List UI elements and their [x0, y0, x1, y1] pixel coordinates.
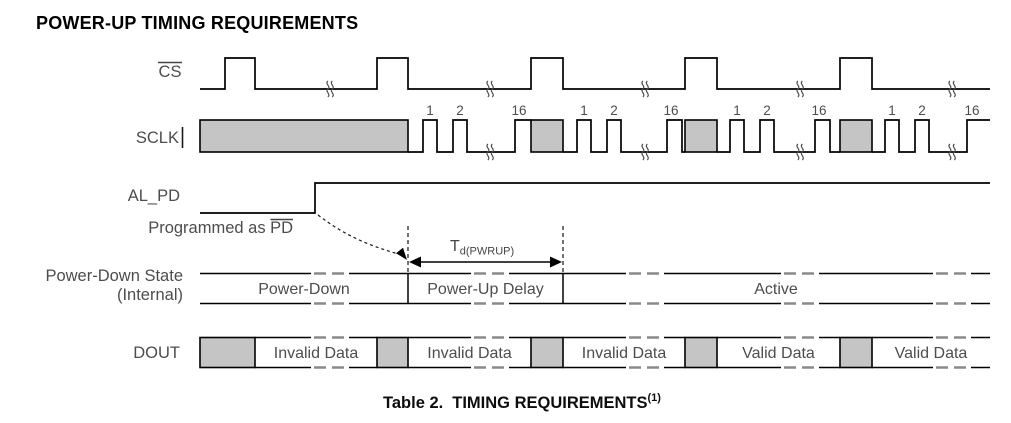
- al-pd-sublabel-signal: PD: [270, 219, 293, 237]
- dont-care-block: [684, 336, 718, 369]
- cause-effect-dashed-arrow: [317, 214, 399, 255]
- dont-care-block: [199, 336, 256, 369]
- state-value: Power-Up Delay: [427, 281, 543, 298]
- clock-number: 2: [763, 103, 771, 118]
- cs-signal: CS: [158, 57, 990, 98]
- dout-segment-value: Invalid Data: [582, 345, 667, 362]
- dout-segment-value: Invalid Data: [274, 345, 359, 362]
- dont-care-block: [530, 119, 564, 153]
- state-label-line2: (Internal): [117, 286, 183, 304]
- al-pd-label: AL_PD: [128, 187, 180, 205]
- clock-number: 1: [580, 103, 588, 118]
- dont-care-block: [376, 336, 409, 369]
- power-up-delay-annotation: Td(PWRUP): [317, 214, 564, 273]
- page-title: POWER-UP TIMING REQUIREMENTS: [36, 13, 358, 33]
- dont-care-block: [684, 119, 718, 153]
- state-bus-break-dashes: [314, 272, 966, 305]
- dont-care-block: [530, 336, 564, 369]
- sclk-label: SCLK: [136, 129, 179, 147]
- dont-care-block: [839, 336, 873, 369]
- dout-bus-break-dashes: [314, 336, 966, 369]
- state-label-line1: Power-Down State: [45, 267, 183, 285]
- dout-segment-value: Valid Data: [895, 345, 968, 362]
- clock-number: 16: [964, 103, 979, 118]
- cs-waveform: [200, 57, 990, 90]
- clock-number: 16: [511, 103, 526, 118]
- sclk-clock-numbers: 1 2 16 1 2 16 1 2 16 1 2 16: [426, 103, 979, 118]
- clock-number: 1: [733, 103, 741, 118]
- arrowhead-right: [550, 256, 562, 268]
- state-transition-dividers: [407, 273, 564, 304]
- table-caption-title: TIMING REQUIREMENTS: [452, 394, 647, 412]
- power-down-state-signal: Power-Down State (Internal) Power-Down P…: [45, 267, 990, 305]
- delay-symbol: T: [450, 238, 460, 255]
- delay-subscript: d(PWRUP): [460, 246, 514, 258]
- clock-number: 2: [918, 103, 926, 118]
- clock-number: 2: [456, 103, 464, 118]
- al-pd-waveform: [200, 182, 990, 214]
- state-value: Power-Down: [258, 281, 350, 298]
- sclk-signal: SCLK 1 2 16 1 2 16 1 2 16 1 2 16: [136, 103, 990, 161]
- table-caption: Table 2. TIMING REQUIREMENTS(1): [383, 392, 661, 412]
- table-caption-footnote: (1): [648, 392, 662, 404]
- al-pd-sublabel-prefix: Programmed as: [148, 219, 265, 237]
- al-pd-sublabel: Programmed as PD: [148, 219, 293, 237]
- state-value: Active: [754, 281, 798, 298]
- dout-segment-value: Valid Data: [742, 345, 815, 362]
- dout-bus-rails: [255, 336, 990, 369]
- clock-number: 1: [888, 103, 896, 118]
- dout-segment-value: Invalid Data: [427, 345, 512, 362]
- dont-care-block: [199, 119, 409, 153]
- dont-care-block: [839, 119, 873, 153]
- clock-number: 1: [426, 103, 434, 118]
- delay-time-label: Td(PWRUP): [450, 238, 514, 258]
- clock-number: 2: [610, 103, 618, 118]
- cs-label: CS: [159, 63, 182, 81]
- al-pd-signal: AL_PD Programmed as PD: [128, 182, 990, 237]
- clock-number: 16: [663, 103, 678, 118]
- sclk-waveform: [408, 119, 990, 153]
- dout-signal: DOUT Invalid Data Invalid Data Invalid D…: [133, 336, 990, 369]
- clock-number: 16: [811, 103, 826, 118]
- state-bus-rails: [200, 272, 990, 305]
- dashed-arrowhead: [396, 247, 407, 260]
- table-caption-number: Table 2.: [383, 394, 443, 412]
- dout-label: DOUT: [133, 344, 180, 362]
- arrowhead-left: [409, 256, 421, 268]
